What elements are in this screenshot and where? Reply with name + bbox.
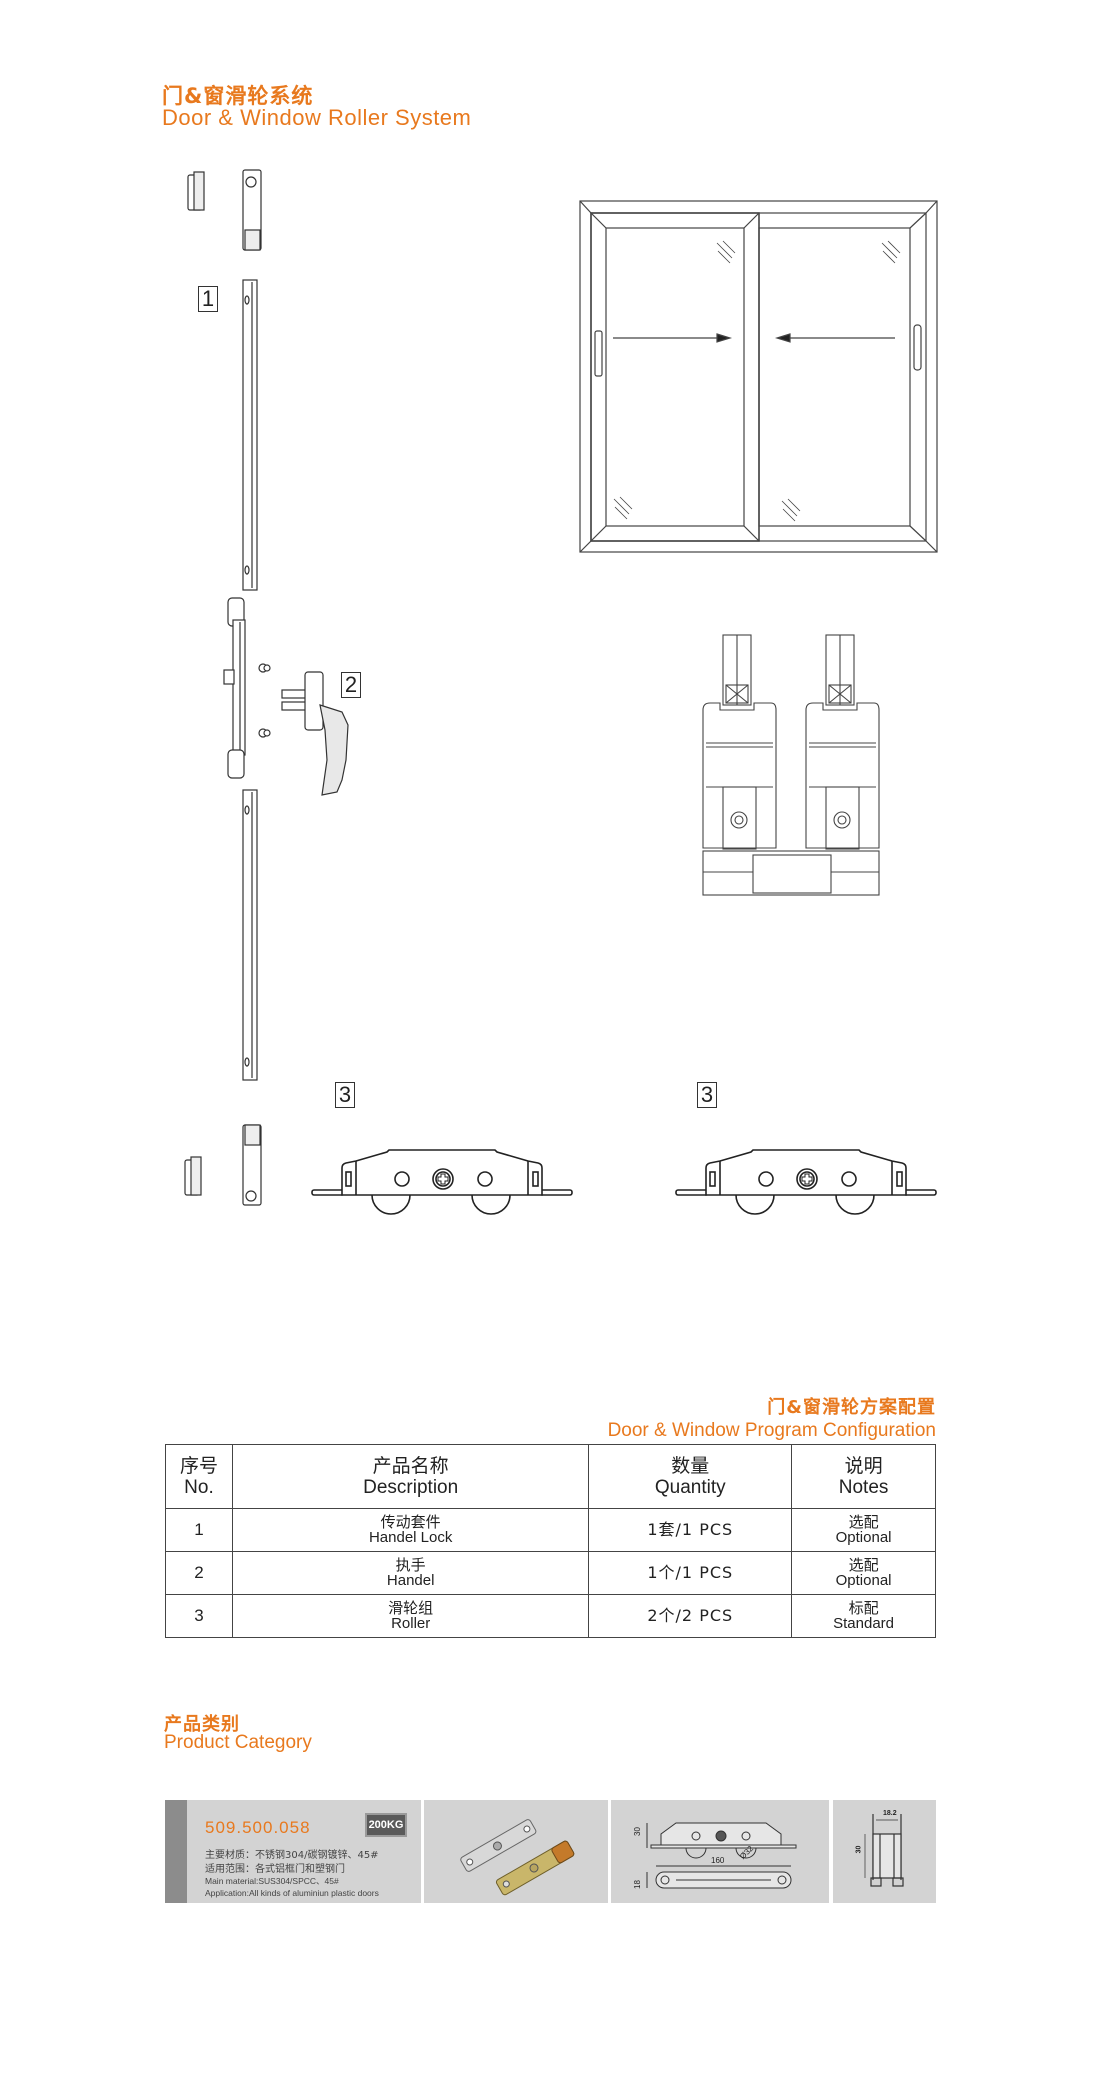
roller-product-photo [460,1819,575,1896]
dim-profile-height: 30 [855,1845,863,1854]
dim-profile-width: 18.2 [883,1810,897,1817]
cell-quantity: 1套/1 PCS [588,1508,793,1552]
note-cn: 标配 [848,1599,879,1617]
cell-no: 1 [165,1508,233,1552]
dim-height: 30 [632,1827,642,1836]
profile-section-drawing [864,1814,904,1887]
note-cn: 选配 [848,1556,879,1574]
col-no-cn: 序号 [179,1454,218,1477]
callout-2: 2 [341,672,361,698]
config-heading: 门&窗滑轮方案配置 Door & Window Program Configur… [608,1393,936,1442]
roller-drawing-right [675,1149,937,1215]
load-badge: 200KG [365,1813,407,1837]
note-en: Optional [835,1529,892,1546]
col-desc-cn: 产品名称 [372,1454,449,1477]
profile-dimension-panel: 18.2 30 [833,1800,936,1903]
product-code: 509.500.058 [205,1818,311,1837]
callout-1: 1 [198,286,218,312]
name-en: Handel [386,1572,435,1589]
note-en: Optional [835,1572,892,1589]
config-title-en: Door & Window Program Configuration [607,1420,936,1441]
handle-lock-exploded-drawing [184,169,349,1206]
roller-dimension-drawing [646,1822,797,1889]
dim-length: 160 [711,1856,725,1865]
roller-drawing-left [311,1149,573,1215]
col-no-en: No. [184,1476,214,1498]
col-qty-cn: 数量 [671,1454,710,1477]
name-en: Roller [391,1615,431,1632]
callout-3-left: 3 [335,1082,355,1108]
product-info-panel: 509.500.058 200KG 主要材质：不锈钢304/碳钢镀锌、45# 适… [165,1800,421,1903]
application-en: Application:All kinds of aluminiun plast… [205,1888,379,1898]
title-cn: 门&窗滑轮系统 [162,84,314,108]
note-cn: 选配 [848,1513,879,1531]
col-qty-en: Quantity [654,1476,726,1498]
roller-dimension-panel: 30 160 Ø32 18 [611,1800,829,1903]
product-photo-panel [424,1800,608,1903]
material-en: Main material:SUS304/SPCC、45# [205,1876,339,1886]
dim-width: 18 [632,1880,642,1889]
profile-cross-section-drawing [702,634,880,896]
name-cn: 执手 [395,1556,426,1574]
cell-quantity: 2个/2 PCS [588,1594,793,1638]
col-desc-en: Description [363,1476,459,1498]
material-cn: 主要材质：不锈钢304/碳钢镀锌、45# [205,1850,379,1861]
category-title-cn: 产品类别 [164,1714,240,1735]
cell-no: 2 [165,1551,233,1595]
callout-3-right: 3 [697,1082,717,1108]
config-title-cn: 门&窗滑轮方案配置 [767,1397,936,1418]
col-notes-cn: 说明 [844,1454,883,1477]
name-en: Handel Lock [368,1529,453,1546]
sliding-window-drawing [579,200,938,553]
application-cn: 适用范围：各式铝框门和塑钢门 [205,1864,345,1875]
name-cn: 滑轮组 [388,1599,434,1617]
category-title-en: Product Category [164,1732,312,1753]
cell-quantity: 1个/1 PCS [588,1551,793,1595]
panel-accent-bar [165,1800,187,1903]
note-en: Standard [833,1615,895,1632]
cell-no: 3 [165,1594,233,1638]
name-cn: 传动套件 [380,1513,441,1531]
col-notes-en: Notes [838,1476,889,1498]
title-en: Door & Window Roller System [162,105,472,130]
